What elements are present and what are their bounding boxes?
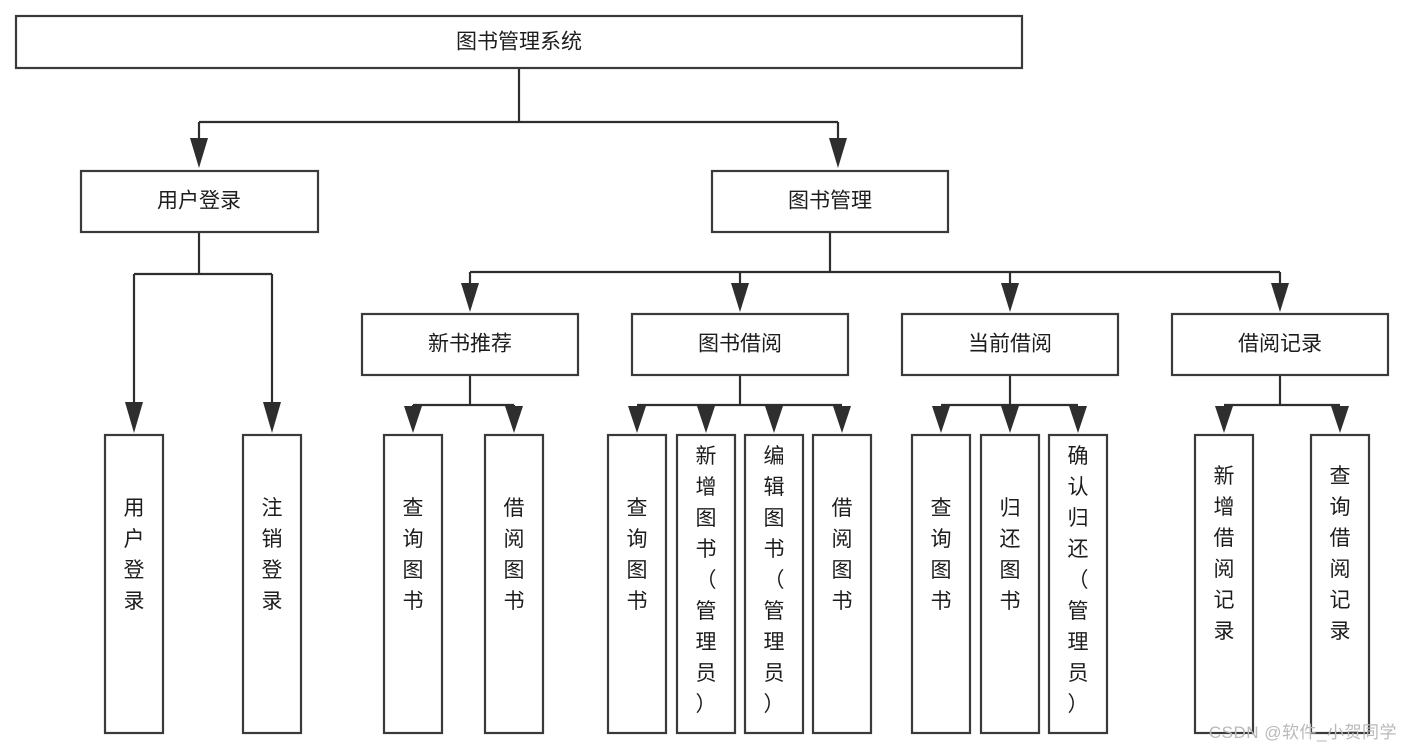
node-leaf-add-book-label: 新增图书（管理员） [696, 445, 717, 716]
arrowhead-leaf-borrow-book-1 [505, 406, 523, 433]
arrowhead-leaf-query-book-2 [628, 406, 646, 433]
node-leaf-edit-book[interactable]: 编辑图书（管理员） [743, 433, 805, 735]
node-leaf-return-book-box[interactable] [979, 433, 1041, 735]
node-leaf-add-record-label: 新增借阅记录 [1214, 465, 1235, 643]
arrowhead-user-login [190, 138, 208, 168]
arrowhead-leaf-query-book-3 [932, 406, 950, 433]
node-current-borrow-label: 当前借阅 [968, 333, 1052, 356]
node-leaf-return-book[interactable]: 归还图书 [979, 433, 1041, 735]
node-new-book-rec-label: 新书推荐 [428, 333, 512, 356]
node-book-manage[interactable]: 图书管理 [710, 169, 950, 234]
node-borrow-record[interactable]: 借阅记录 [1170, 312, 1390, 377]
node-leaf-query-book-1-box[interactable] [382, 433, 444, 735]
node-book-manage-box[interactable] [710, 169, 950, 234]
node-leaf-add-book[interactable]: 新增图书（管理员） [675, 433, 737, 735]
arrowhead-leaf-add-record [1215, 406, 1233, 433]
node-leaf-query-book-3-label: 查询图书 [931, 497, 952, 613]
node-borrow-record-box[interactable] [1170, 312, 1390, 377]
node-leaf-confirm-return[interactable]: 确认归还（管理员） [1047, 433, 1109, 735]
node-leaf-query-record-label: 查询借阅记录 [1330, 465, 1351, 643]
node-book-borrow-box[interactable] [630, 312, 850, 377]
arrowhead-leaf-query-record [1331, 406, 1349, 433]
arrowhead-leaf-add-book [697, 406, 715, 433]
arrowhead-leaf-borrow-book-2 [833, 406, 851, 433]
node-leaf-query-book-2-label: 查询图书 [627, 497, 648, 613]
arrowhead-new-book-rec [461, 283, 479, 312]
node-leaf-borrow-book-2[interactable]: 借阅图书 [811, 433, 873, 735]
node-leaf-query-book-1[interactable]: 查询图书 [382, 433, 444, 735]
node-user-login-box[interactable] [79, 169, 320, 234]
node-leaf-edit-book-label: 编辑图书（管理员） [764, 445, 785, 716]
node-leaf-add-book-box[interactable] [675, 433, 737, 735]
node-leaf-logout[interactable]: 注销登录 [241, 433, 303, 735]
arrowhead-leaf-user-login [125, 402, 143, 433]
node-user-login-label: 用户登录 [157, 190, 241, 213]
node-leaf-confirm-return-label: 确认归还（管理员） [1068, 445, 1089, 716]
connector-layer [125, 68, 1349, 433]
node-leaf-logout-label: 注销登录 [262, 497, 283, 613]
node-leaf-query-record[interactable]: 查询借阅记录 [1309, 433, 1371, 735]
node-current-borrow[interactable]: 当前借阅 [900, 312, 1120, 377]
node-leaf-borrow-book-1-label: 借阅图书 [504, 497, 525, 613]
node-root-label: 图书管理系统 [456, 31, 582, 54]
node-borrow-record-label: 借阅记录 [1238, 333, 1322, 356]
node-new-book-rec-box[interactable] [360, 312, 580, 377]
node-current-borrow-box[interactable] [900, 312, 1120, 377]
node-leaf-borrow-book-1-box[interactable] [483, 433, 545, 735]
node-leaf-user-login-label: 用户登录 [124, 497, 145, 613]
node-leaf-query-book-2[interactable]: 查询图书 [606, 433, 668, 735]
node-leaf-query-book-3-box[interactable] [910, 433, 972, 735]
node-leaf-query-book-2-box[interactable] [606, 433, 668, 735]
leaf-nodes-layer: 用户登录 注销登录 查询图书 借阅图书 查询图书 新增图书（管理员） [103, 433, 1371, 735]
node-root[interactable]: 图书管理系统 [14, 14, 1024, 70]
node-book-borrow[interactable]: 图书借阅 [630, 312, 850, 377]
node-leaf-borrow-book-2-label: 借阅图书 [832, 497, 853, 613]
node-book-borrow-label: 图书借阅 [698, 333, 782, 356]
node-book-manage-label: 图书管理 [788, 190, 872, 213]
node-leaf-query-book-1-label: 查询图书 [403, 497, 424, 613]
node-leaf-add-record[interactable]: 新增借阅记录 [1193, 433, 1255, 735]
arrowhead-book-borrow [731, 283, 749, 312]
csdn-watermark: CSDN @软件_小贺同学 [1208, 723, 1397, 742]
node-leaf-add-record-box[interactable] [1193, 433, 1255, 735]
arrowhead-leaf-confirm-return [1069, 406, 1087, 433]
node-leaf-borrow-book-2-box[interactable] [811, 433, 873, 735]
arrowhead-borrow-record [1271, 283, 1289, 312]
arrowhead-leaf-logout [263, 402, 281, 433]
node-leaf-return-book-label: 归还图书 [1000, 497, 1021, 613]
node-leaf-query-record-box[interactable] [1309, 433, 1371, 735]
node-leaf-edit-book-box[interactable] [743, 433, 805, 735]
node-leaf-confirm-return-box[interactable] [1047, 433, 1109, 735]
node-leaf-borrow-book-1[interactable]: 借阅图书 [483, 433, 545, 735]
node-root-box[interactable] [14, 14, 1024, 70]
arrowhead-leaf-return-book [1001, 406, 1019, 433]
node-leaf-user-login-box[interactable] [103, 433, 165, 735]
arrowhead-leaf-query-book-1 [404, 406, 422, 433]
arrowhead-current-borrow [1001, 283, 1019, 312]
node-leaf-logout-box[interactable] [241, 433, 303, 735]
arrowhead-leaf-edit-book [765, 406, 783, 433]
arrowhead-book-manage [829, 138, 847, 168]
node-leaf-query-book-3[interactable]: 查询图书 [910, 433, 972, 735]
node-user-login[interactable]: 用户登录 [79, 169, 320, 234]
node-leaf-user-login[interactable]: 用户登录 [103, 433, 165, 735]
node-new-book-rec[interactable]: 新书推荐 [360, 312, 580, 377]
